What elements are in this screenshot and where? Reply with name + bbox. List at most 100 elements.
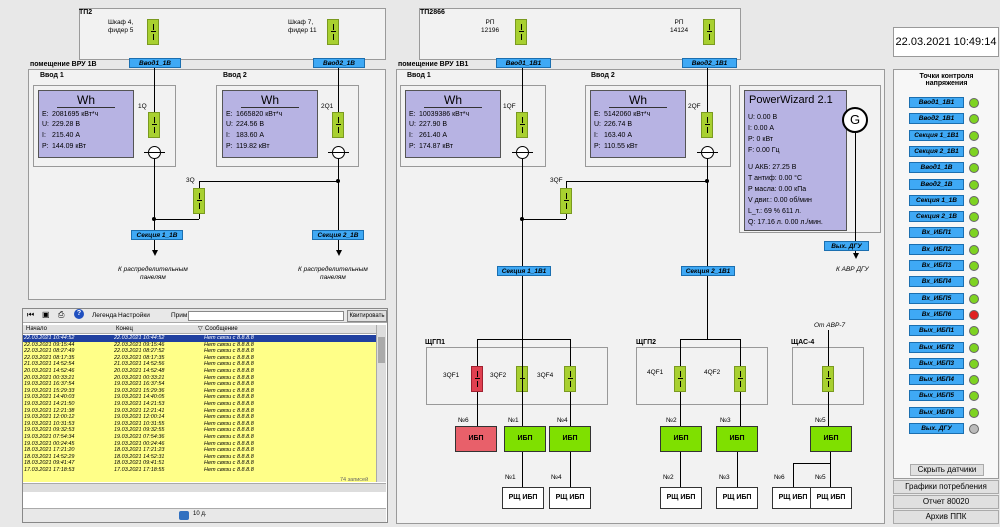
sidebar-item-9[interactable]: Вх_ИБП2	[909, 243, 964, 255]
print-icon[interactable]: ⎙	[58, 310, 65, 319]
rsh-ups-2[interactable]: РЩ ИБП	[660, 487, 702, 509]
meter-right-1[interactable]: Wh E:10039386 кВт*ч U:227.90 В I:261.40 …	[405, 90, 501, 158]
tag-vvod2-1v[interactable]: Ввод2_1В	[313, 58, 365, 68]
meter-left-2[interactable]: Wh E:1665820 кВт*ч U:224.56 В I:183.60 А…	[222, 90, 318, 158]
sidebar-item-18[interactable]: Вых_ИБП5	[909, 390, 964, 402]
feeder1-switch[interactable]	[147, 19, 159, 45]
sidebar-item-12[interactable]: Вх_ИБП5	[909, 292, 964, 304]
tag-sec2-1v1[interactable]: Секция 2_1В1	[681, 266, 735, 276]
rsh-ups-1[interactable]: РЩ ИБП	[502, 487, 544, 509]
rsh-ups-6[interactable]: РЩ ИБП	[772, 487, 814, 509]
switch-shas[interactable]	[822, 366, 834, 392]
acknowledge-button[interactable]: Квитировать	[347, 310, 387, 322]
sidebar-item-10[interactable]: Вх_ИБП3	[909, 260, 964, 271]
log-scrollbar[interactable]	[376, 325, 386, 482]
tag-vyh-dgu[interactable]: Вых. ДГУ	[824, 241, 869, 251]
sidebar-item-16[interactable]: Вых_ИБП3	[909, 357, 964, 369]
sidebar-item-3[interactable]: Секция 2_1В1	[909, 145, 964, 157]
rsh-ups-3[interactable]: РЩ ИБП	[716, 487, 758, 509]
sidebar-item-14[interactable]: Вых_ИБП1	[909, 325, 964, 337]
switch-2q1[interactable]	[332, 112, 344, 138]
sidebar-item-6[interactable]: Секция 1_1В	[909, 194, 964, 206]
sidebar-item-19[interactable]: Вых_ИБП6	[909, 406, 964, 418]
sidebar-item-17[interactable]: Вых_ИБП4	[909, 374, 964, 386]
tag-vvod1-1v1[interactable]: Ввод1_1В1	[496, 58, 551, 68]
sidebar-item-15[interactable]: Вых_ИБП2	[909, 341, 964, 353]
sidebar-item-4[interactable]: Ввод1_1В	[909, 162, 964, 174]
menu-ppk-archive[interactable]: Архив ППК	[893, 510, 999, 524]
settings-button[interactable]: Настройки	[118, 312, 150, 319]
powerwizard-panel[interactable]: PowerWizard 2.1 U: 0.00 В I: 0.00 А P: 0…	[744, 90, 847, 231]
menu-consumption-charts[interactable]: Графики потребления	[893, 480, 999, 494]
sidebar-item-5[interactable]: Ввод2_1В	[909, 178, 964, 190]
tag-sec2-1v[interactable]: Секция 2_1В	[312, 230, 364, 240]
ups-5[interactable]: ИБП	[810, 426, 852, 452]
meter-left-1[interactable]: Wh E:2081695 кВт*ч U:229.28 В I:215.40 А…	[38, 90, 134, 158]
ups-1[interactable]: ИБП	[504, 426, 546, 452]
rsh-ups-4[interactable]: РЩ ИБП	[549, 487, 591, 509]
status-lamp-icon	[969, 407, 979, 418]
hide-sensors-button[interactable]: Скрыть датчики	[910, 464, 984, 476]
refresh-icon[interactable]	[179, 511, 189, 520]
feeder2-switch[interactable]	[327, 19, 339, 45]
ups-2[interactable]: ИБП	[660, 426, 702, 452]
sidebar-item-8[interactable]: Вх_ИБП1	[909, 227, 964, 239]
switch-3q[interactable]	[193, 188, 205, 214]
note-input[interactable]	[188, 311, 344, 321]
switch-2qf[interactable]	[701, 112, 713, 138]
tag-sec1-1v1[interactable]: Секция 1_1В1	[497, 266, 551, 276]
tag-sec1-1v[interactable]: Секция 1_1В	[131, 230, 183, 240]
switch-3qf[interactable]	[560, 188, 572, 214]
sidebar-item-11[interactable]: Вх_ИБП4	[909, 276, 964, 288]
switch-4qf1[interactable]	[674, 366, 686, 392]
rp2-switch[interactable]	[703, 19, 715, 45]
sidebar-item-13[interactable]: Вх_ИБП6	[909, 308, 964, 320]
log-hscroll[interactable]	[23, 483, 386, 492]
rsh-ups-5[interactable]: РЩ ИБП	[810, 487, 852, 509]
switch-1q[interactable]	[148, 112, 160, 138]
rp1-switch[interactable]	[515, 19, 527, 45]
sidebar-item-20[interactable]: Вых. ДГУ	[909, 423, 964, 434]
sidebar-item-2[interactable]: Секция 1_1В1	[909, 129, 964, 141]
ups-6[interactable]: ИБП	[455, 426, 497, 452]
save-icon[interactable]: ▣	[42, 310, 50, 319]
ups-3[interactable]: ИБП	[716, 426, 758, 452]
switch-4qf2[interactable]	[734, 366, 746, 392]
sidebar-item-7[interactable]: Секция 2_1В	[909, 211, 964, 223]
back-icon[interactable]: ⏮	[27, 310, 35, 319]
switch-3qf4[interactable]	[564, 366, 576, 392]
menu-report-80020[interactable]: Отчет 80020	[893, 495, 999, 509]
switch-3qf1[interactable]	[471, 366, 483, 392]
legend-button[interactable]: Легенда	[92, 312, 117, 319]
help-icon[interactable]: ?	[74, 309, 84, 319]
sidebar-item-1[interactable]: Ввод2_1В1	[909, 113, 964, 125]
meter-right-2[interactable]: Wh E:5142060 кВт*ч U:226.74 В I:163.40 А…	[590, 90, 686, 158]
tag-vvod2-1v1[interactable]: Ввод2_1В1	[682, 58, 737, 68]
sidebar-item-0[interactable]: Ввод1_1В1	[909, 97, 964, 108]
switch-1qf[interactable]	[516, 112, 528, 138]
tag-vvod1-1v[interactable]: Ввод1_1В	[129, 58, 181, 68]
ups-4[interactable]: ИБП	[549, 426, 591, 452]
